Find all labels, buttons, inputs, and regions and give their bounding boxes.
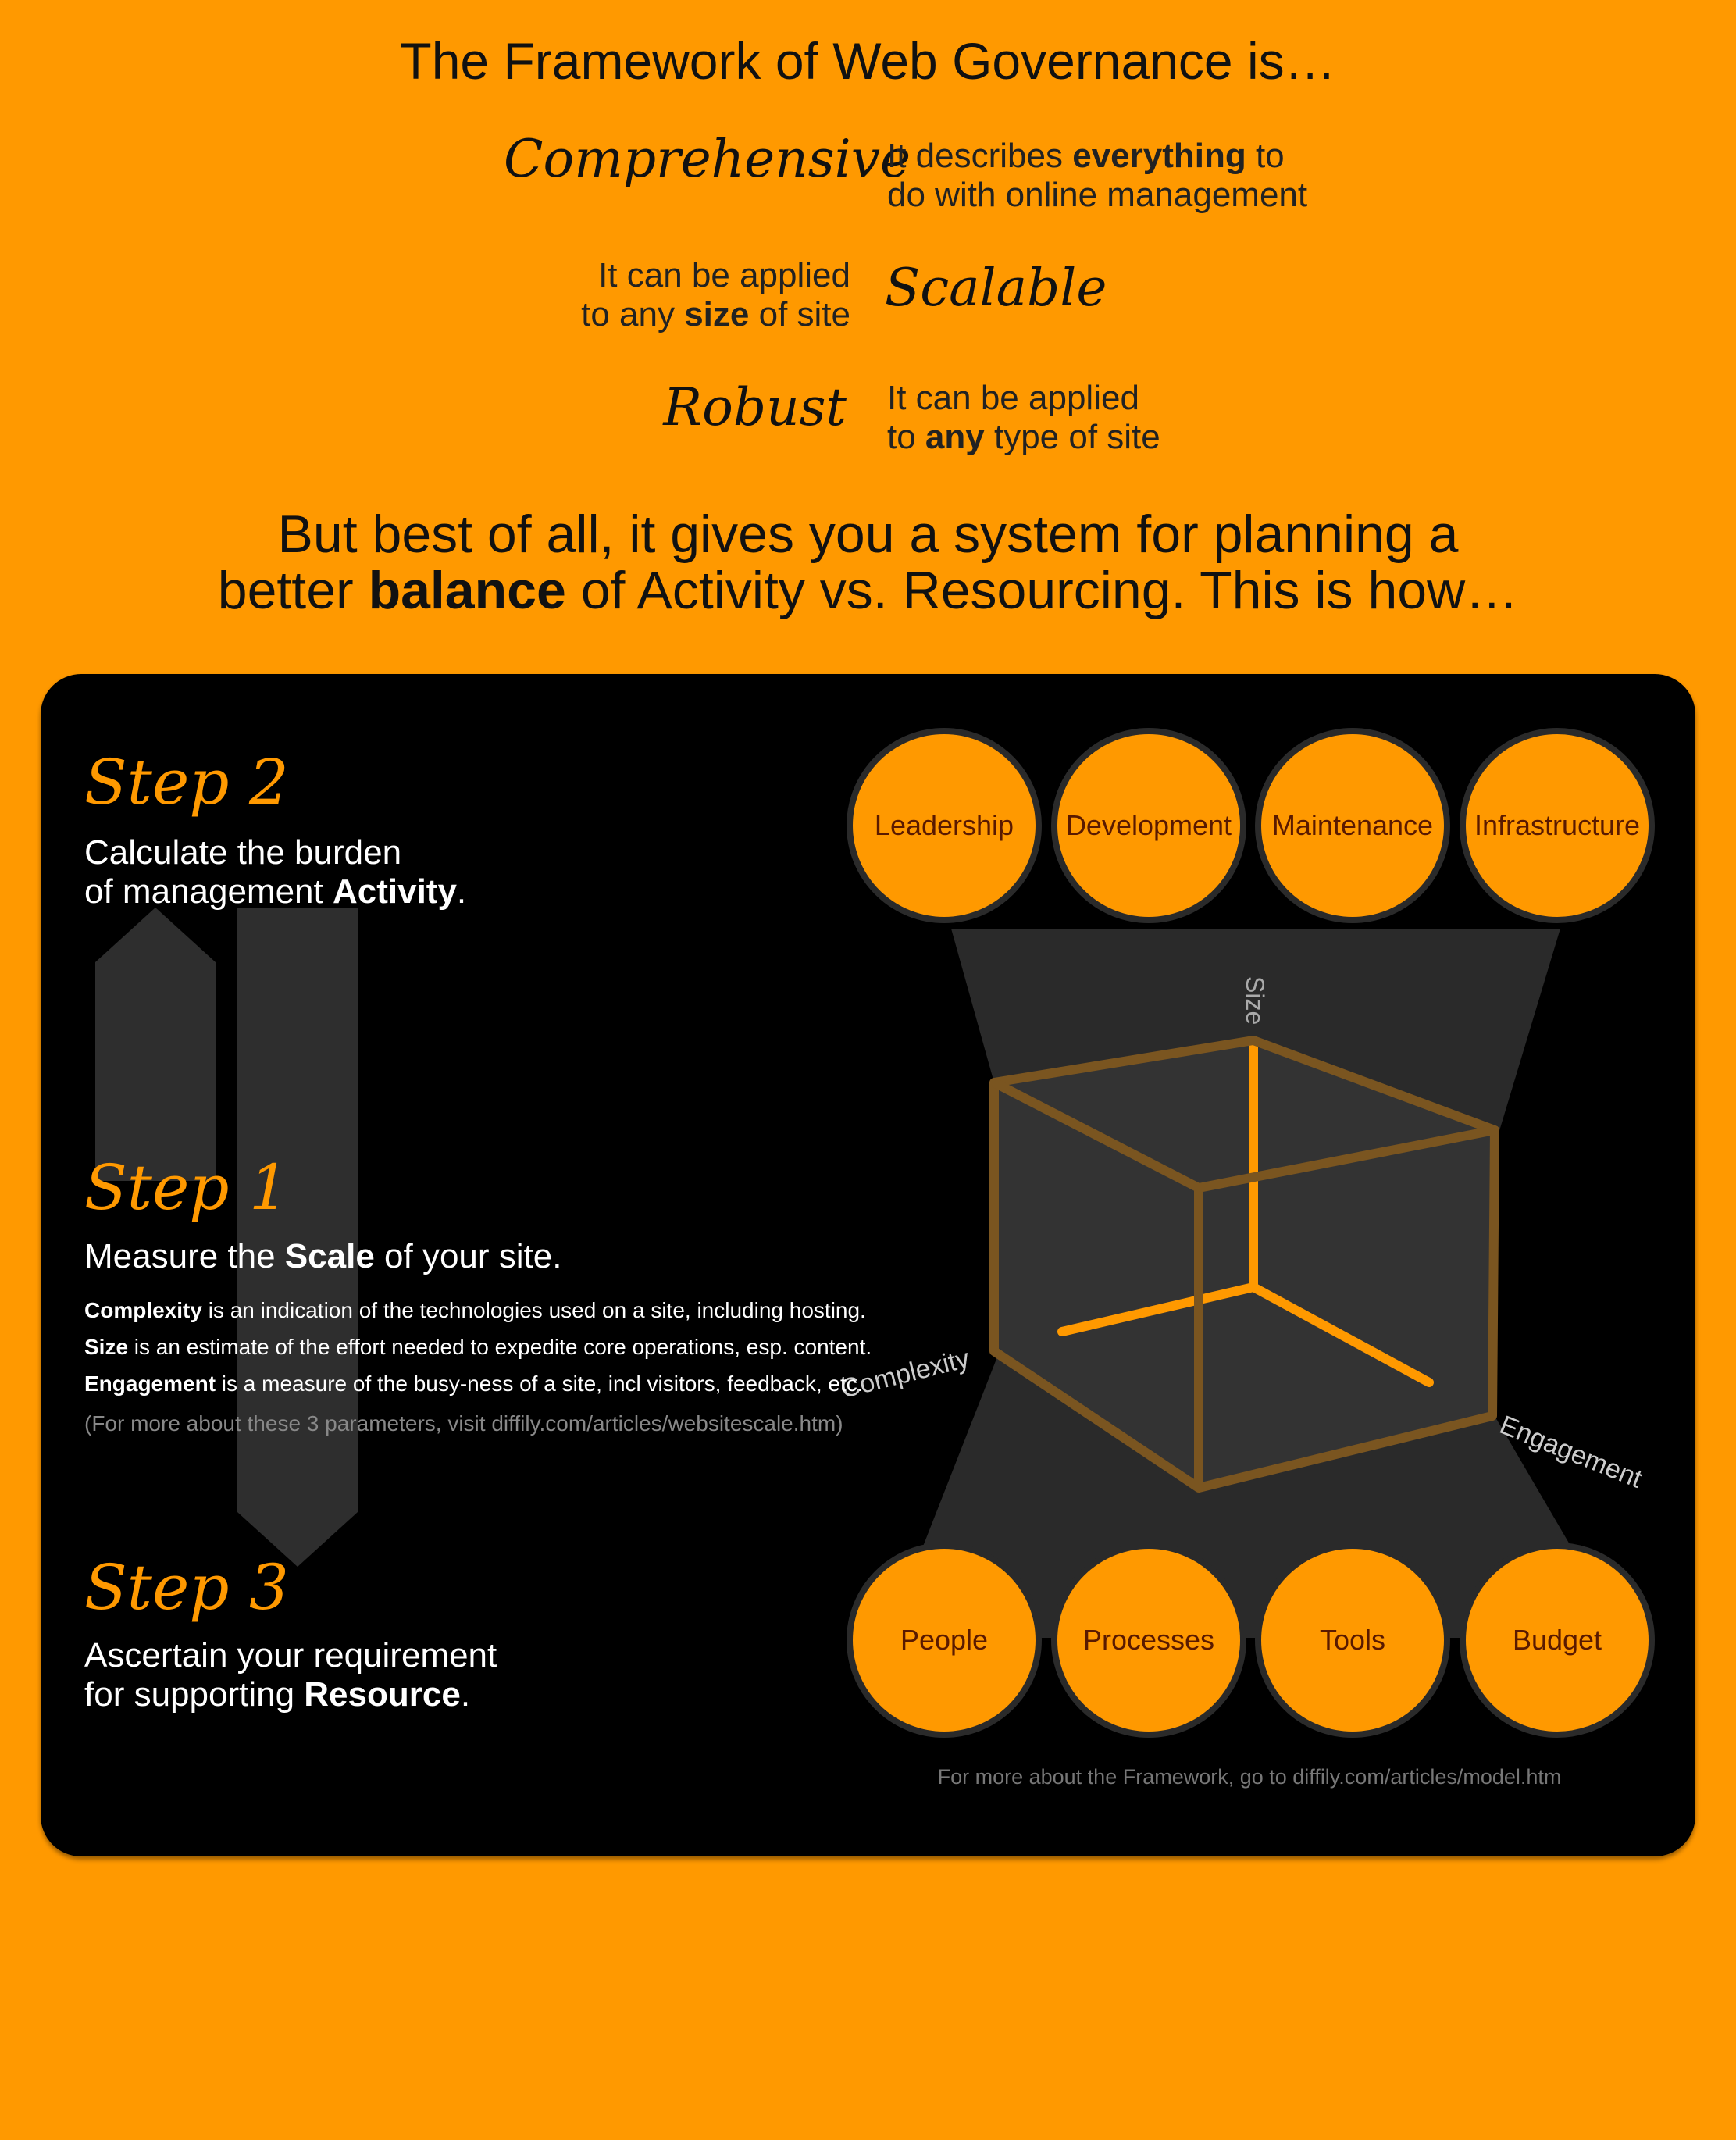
step1-title: Step 1 bbox=[84, 1151, 289, 1224]
circle-processes: Processes bbox=[1051, 1543, 1246, 1738]
param-engagement: Engagement is a measure of the busy-ness… bbox=[84, 1371, 864, 1396]
quality-robust: Robust bbox=[663, 377, 847, 437]
page-title: The Framework of Web Governance is… bbox=[400, 32, 1336, 90]
param-size: Size is an estimate of the effort needed… bbox=[84, 1335, 872, 1359]
quality-comprehensive: Comprehensive bbox=[504, 129, 911, 189]
step3-title: Step 3 bbox=[84, 1551, 289, 1624]
circle-tools: Tools bbox=[1255, 1543, 1450, 1738]
param-complexity: Complexity is an indication of the techn… bbox=[84, 1298, 866, 1322]
circle-leadership: Leadership bbox=[847, 728, 1042, 923]
footer-note: For more about the Framework, go to diff… bbox=[937, 1765, 1562, 1789]
step1-text: Measure the Scale of your site. bbox=[84, 1237, 562, 1275]
cube-inner-axes bbox=[1057, 1036, 1434, 1387]
resource-arrow bbox=[237, 908, 358, 1567]
circle-development: Development bbox=[1051, 728, 1246, 923]
circle-infrastructure: Infrastructure bbox=[1460, 728, 1655, 923]
circle-budget: Budget bbox=[1460, 1543, 1655, 1738]
step2-title: Step 2 bbox=[84, 746, 289, 819]
quality-scalable: Scalable bbox=[885, 258, 1107, 318]
params-note: (For more about these 3 parameters, visi… bbox=[84, 1411, 843, 1436]
circle-maintenance: Maintenance bbox=[1255, 728, 1450, 923]
cube-edges bbox=[989, 1036, 1499, 1493]
lead-text: But best of all, it gives you a system f… bbox=[217, 505, 1519, 620]
activity-arrow bbox=[95, 908, 216, 1181]
circle-people: People bbox=[847, 1543, 1042, 1738]
axis-label-size: Size bbox=[1241, 976, 1269, 1025]
